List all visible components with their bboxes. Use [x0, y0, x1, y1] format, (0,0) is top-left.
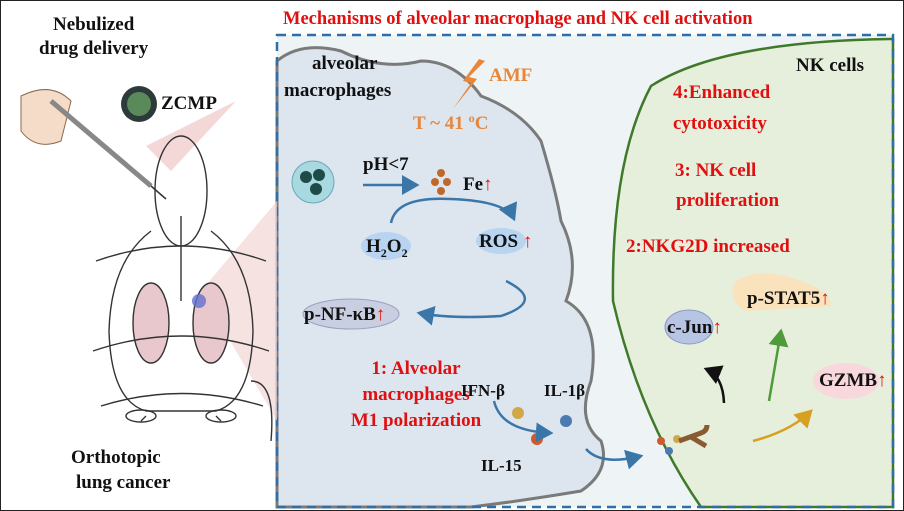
macrophage-cell — [275, 46, 605, 509]
temperature-label: T ~ 41 ºC — [413, 113, 489, 134]
pstat5-label: p-STAT5↑ — [747, 288, 830, 309]
ph-label: pH<7 — [363, 154, 409, 175]
up-arrow-icon: ↑ — [375, 304, 386, 325]
amf-label: AMF — [489, 65, 533, 86]
macrophage-label-1: alveolar — [312, 53, 378, 74]
syringe-icon — [20, 89, 167, 200]
orthotopic-label-1: Orthotopic — [71, 447, 161, 468]
lightning-icon — [453, 59, 485, 109]
mouse-illustration — [92, 135, 273, 442]
receptor-icon — [678, 424, 710, 449]
iron-ions-icon — [431, 169, 451, 195]
h2o2-label: H2O2 — [366, 236, 408, 260]
step3-label-2: proliferation — [676, 190, 780, 211]
cytokine-il1-beta: IL-1β — [544, 381, 586, 400]
cytokine-il15: IL-15 — [481, 456, 522, 475]
up-arrow-icon: ↑ — [820, 288, 830, 309]
diagram-title: Mechanisms of alveolar macrophage and NK… — [283, 9, 753, 29]
orthotopic-label-2: lung cancer — [76, 472, 171, 493]
nebulized-label-2: drug delivery — [39, 38, 149, 59]
step4-label-2: cytotoxicity — [673, 113, 767, 134]
nanoparticle-icon — [291, 160, 335, 204]
step2-label: 2:NKG2D increased — [626, 236, 790, 257]
nk-cells-label: NK cells — [796, 55, 865, 76]
up-arrow-icon: ↑ — [712, 317, 722, 338]
zcmp-particle-icon — [121, 86, 157, 122]
nfkb-label: p-NF-κB↑ — [304, 304, 386, 325]
up-arrow-icon: ↑ — [877, 370, 887, 391]
fe-label: Fe↑ — [463, 174, 493, 195]
tumor-icon — [192, 294, 206, 308]
up-arrow-icon: ↑ — [522, 231, 533, 252]
macrophage-label-2: macrophages — [284, 80, 392, 101]
cytokine-stars-icon — [512, 407, 681, 455]
zcmp-label: ZCMP — [161, 93, 217, 114]
step4-label-1: 4:Enhanced — [673, 82, 771, 103]
nebulized-label-1: Nebulized — [53, 14, 135, 35]
cytokine-ifn-beta: IFN-β — [461, 381, 505, 400]
up-arrow-icon: ↑ — [483, 174, 493, 195]
ros-label: ROS ↑ — [479, 231, 533, 252]
gzmb-label: GZMB↑ — [819, 370, 887, 391]
step3-label-1: 3: NK cell — [675, 160, 757, 181]
cjun-label: c-Jun↑ — [667, 317, 722, 338]
